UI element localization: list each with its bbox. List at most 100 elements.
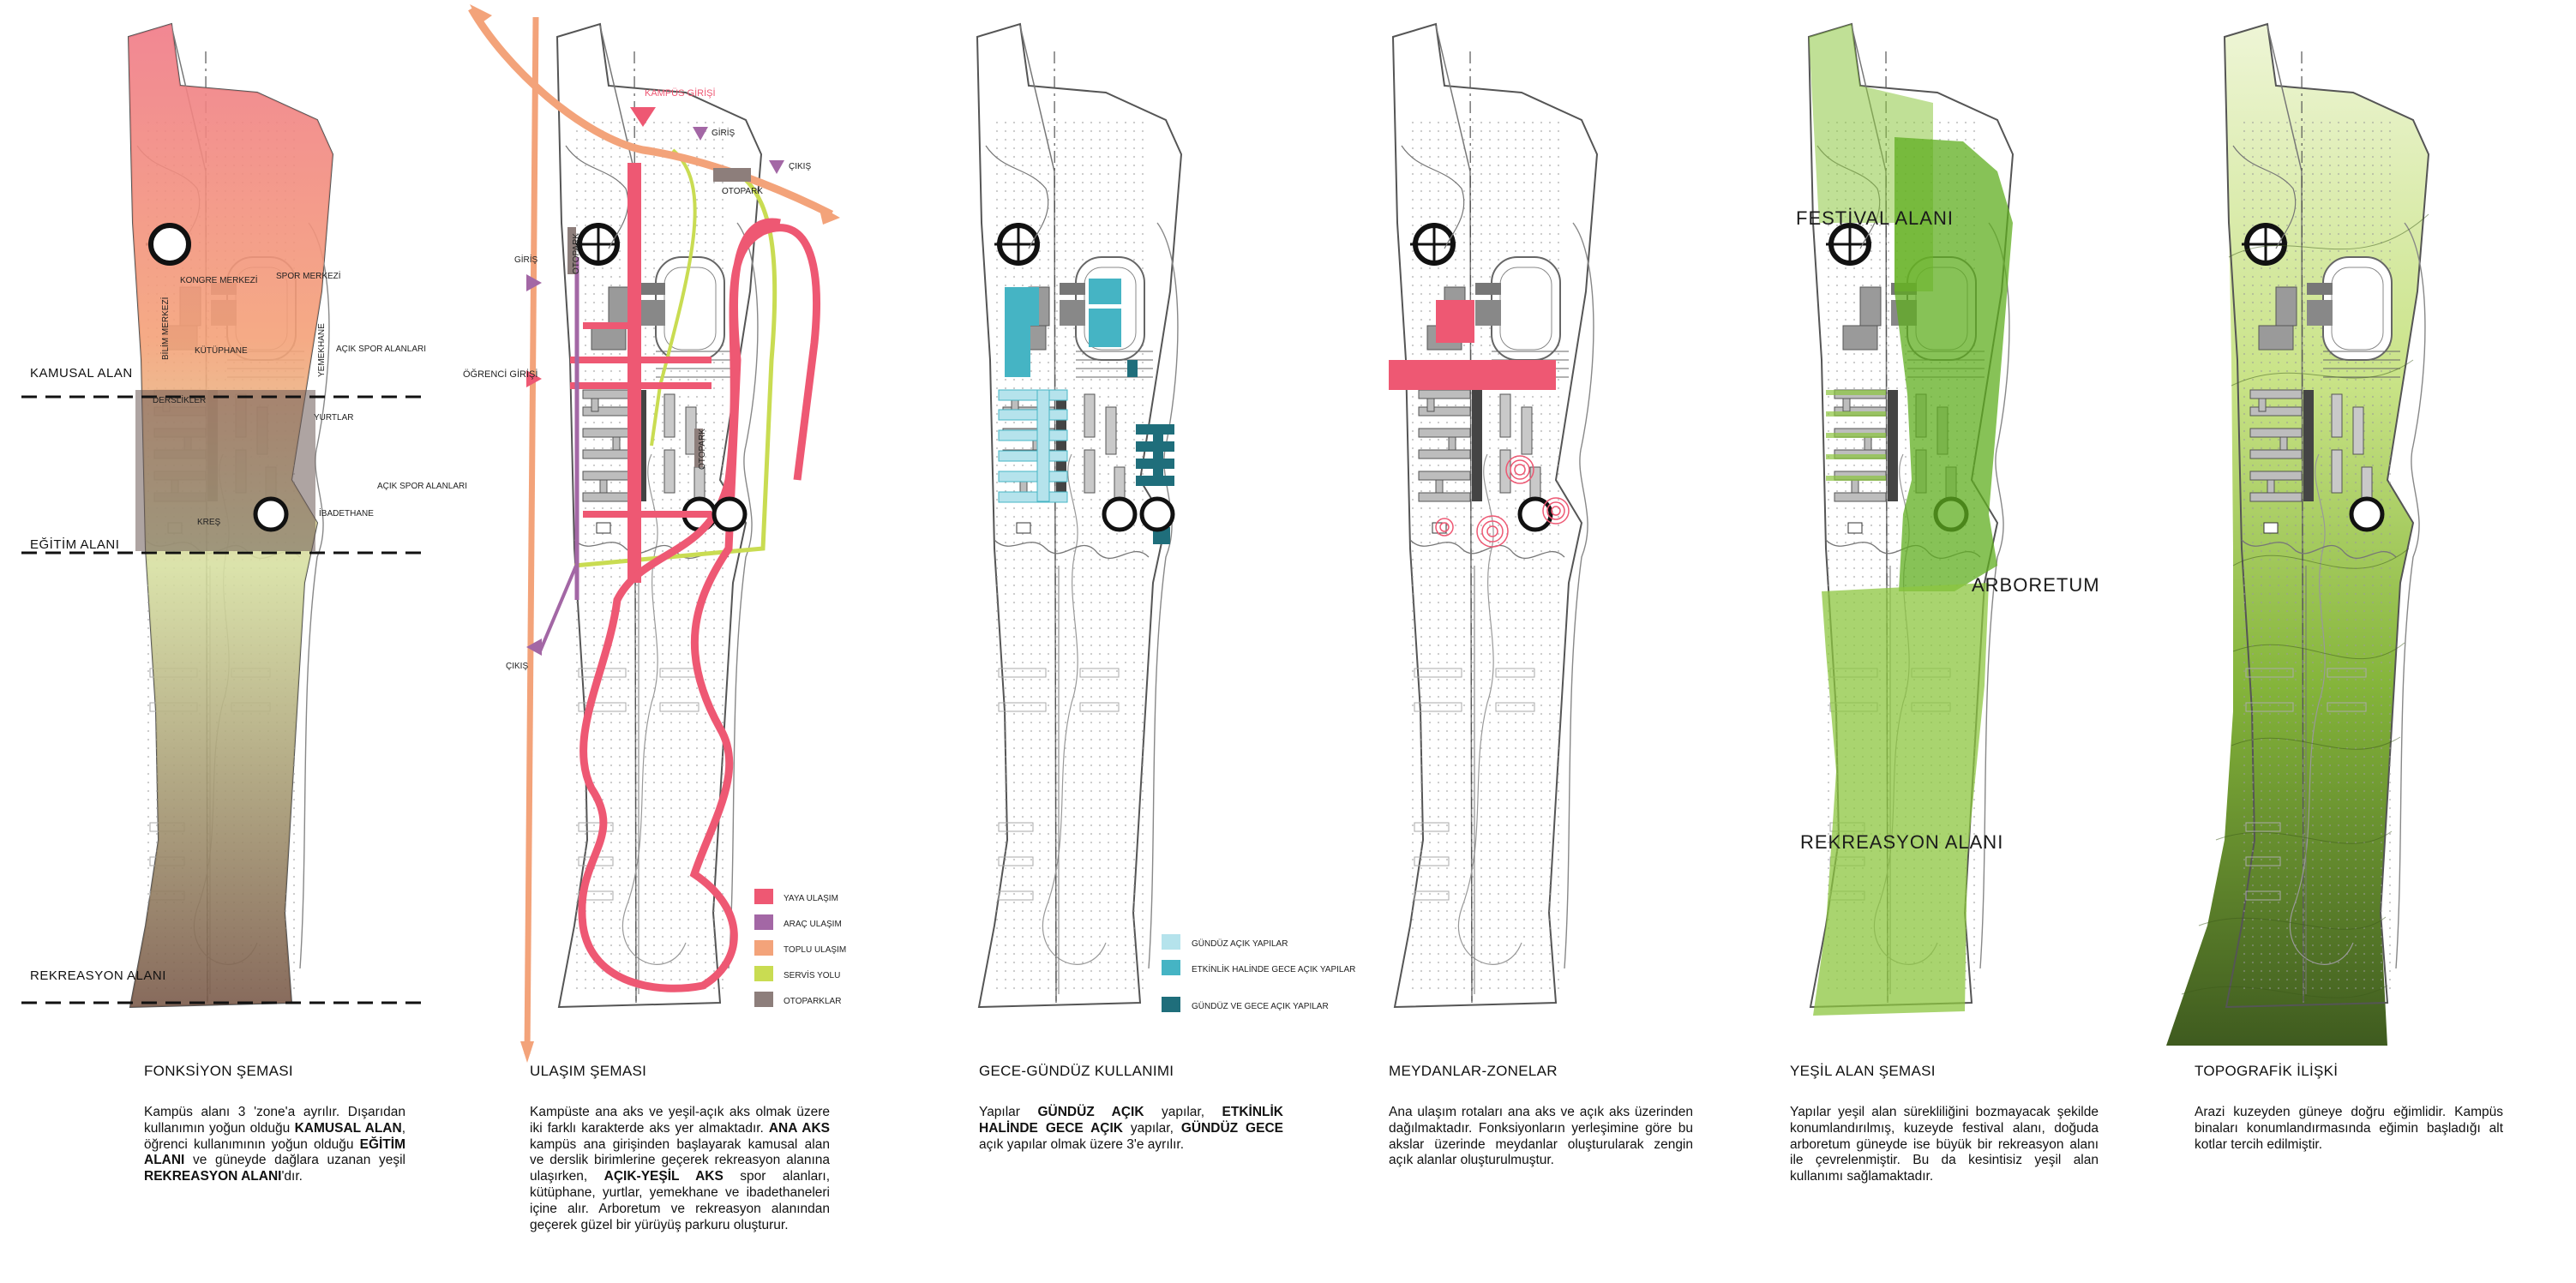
label-ibadethane: İBADETHANE xyxy=(319,507,374,519)
cikis-marker xyxy=(769,160,784,174)
caption-text: açık yapılar olmak üzere 3'e ayrılır. xyxy=(979,1136,1185,1152)
caption-text: 'dır. xyxy=(281,1169,303,1184)
meydanlar-panel xyxy=(1389,24,1597,1007)
servis-yolu-path xyxy=(573,178,778,568)
caption-title: YEŞİL ALAN ŞEMASI xyxy=(1790,1063,1936,1079)
servis-yolu-path-2 xyxy=(650,148,697,447)
cikis-label: ÇIKIŞ xyxy=(789,162,811,171)
legend-swatch xyxy=(1162,960,1180,975)
caption-title: TOPOGRAFİK İLİŞKİ xyxy=(2195,1063,2339,1079)
caption-gece: GECE-GÜNDÜZ KULLANIMI Yapılar GÜNDÜZ AÇI… xyxy=(979,1063,1283,1153)
yaya-yan-akslar xyxy=(570,322,712,518)
caption-body: Kampüste ana aks ve yeşil-açık aks olmak… xyxy=(530,1105,830,1234)
egitim-overlay xyxy=(135,390,315,551)
legend-label: OTOPARKLAR xyxy=(784,997,841,1006)
meydan-1 xyxy=(1436,300,1474,343)
cikis-2-marker xyxy=(526,639,542,656)
caption-ulasim: ULAŞIM ŞEMASI Kampüste ana aks ve yeşil-… xyxy=(530,1063,830,1234)
caption-text: yapılar, xyxy=(1144,1104,1222,1119)
cikis-2-label: ÇIKIŞ xyxy=(506,662,528,671)
caption-text: yapılar, xyxy=(1122,1120,1181,1136)
caption-emphasis: ETKİNLİK HALİNDE GECE AÇIK xyxy=(979,1104,1283,1136)
zone-label-kamusal: KAMUSAL ALAN xyxy=(30,366,133,381)
giris-2-label: GİRİŞ xyxy=(514,254,538,265)
kotlar xyxy=(2181,213,2429,998)
zone-label-egitim: EĞİTİM ALANI xyxy=(30,537,119,552)
yesil-bantlar xyxy=(1826,390,1886,481)
legend-label: ARAÇ ULAŞIM xyxy=(784,920,842,929)
caption-emphasis: AÇIK-YEŞİL AKS xyxy=(603,1169,724,1184)
otopark-3 xyxy=(694,429,703,467)
otopark-2 xyxy=(567,227,576,274)
caption-text: Ana ulaşım rotaları ana aks ve açık aks … xyxy=(1389,1104,1693,1168)
label-kongre: KONGRE MERKEZİ xyxy=(180,274,258,285)
caption-text: Arazi kuzeyden güneye doğru eğimlidir. K… xyxy=(2195,1104,2503,1152)
ogrenci-girisi-label: ÖĞRENCİ GİRİŞİ xyxy=(463,369,537,380)
caption-text: Kampüs alanı 3 'zone'a ayrılır. Dışarıda… xyxy=(144,1104,405,1136)
caption-text: spor alanları, kütüphane, yurtlar, yemek… xyxy=(530,1169,830,1233)
caption-meydanlar: MEYDANLAR-ZONELAR Ana ulaşım rotaları an… xyxy=(1389,1063,1693,1169)
label-kres: KREŞ xyxy=(197,518,221,527)
yaya-dongu xyxy=(578,218,820,992)
otopark-label-3: OTOPARK xyxy=(698,429,707,470)
caption-text: Yapılar yeşil alan sürekliliğini bozmaya… xyxy=(1790,1104,2099,1184)
caption-text: Kampüste ana aks ve yeşil-açık aks olmak… xyxy=(530,1104,830,1136)
legend-label: GÜNDÜZ VE GECE AÇIK YAPILAR xyxy=(1192,1001,1329,1011)
label-derslikler: DERSLİKLER xyxy=(153,394,206,405)
caption-title: MEYDANLAR-ZONELAR xyxy=(1389,1063,1558,1079)
legend-swatch xyxy=(754,992,773,1007)
caption-emphasis: ANA AKS xyxy=(768,1120,831,1136)
caption-topografik: TOPOGRAFİK İLİŞKİ Arazi kuzeyden güneye … xyxy=(2195,1063,2503,1153)
festival-alani-label: FESTİVAL ALANI xyxy=(1796,207,1954,229)
label-acik-spor-1: AÇIK SPOR ALANLARI xyxy=(336,345,426,354)
caption-body: Arazi kuzeyden güneye doğru eğimlidir. K… xyxy=(2195,1105,2503,1154)
topografik-panel xyxy=(2166,24,2429,1046)
rekreasyon-alani xyxy=(1813,583,1989,1016)
caption-emphasis: EĞİTİM ALANI xyxy=(144,1136,405,1168)
caption-emphasis: GÜNDÜZ GECE xyxy=(1180,1120,1283,1136)
legend-swatch xyxy=(754,940,773,956)
legend-swatch xyxy=(754,914,773,930)
otopark-label-1: OTOPARK xyxy=(722,187,763,196)
kampus-girisi-marker xyxy=(630,107,656,127)
gece-panel xyxy=(977,24,1181,1007)
fonksiyon-panel xyxy=(129,24,333,1007)
ulasim-panel xyxy=(468,4,840,1063)
caption-title: GECE-GÜNDÜZ KULLANIMI xyxy=(979,1063,1174,1079)
arac-cikis xyxy=(538,565,578,652)
legend-label: TOPLU ULAŞIM xyxy=(784,945,846,955)
arboretum-label: ARBORETUM xyxy=(1972,574,2100,596)
caption-body: Yapılar GÜNDÜZ AÇIK yapılar, ETKİNLİK HA… xyxy=(979,1105,1283,1154)
fonksiyon-plan-marks xyxy=(148,223,289,532)
caption-body: Kampüs alanı 3 'zone'a ayrılır. Dışarıda… xyxy=(144,1105,405,1186)
legend-label: SERVİS YOLU xyxy=(784,969,840,980)
legend-swatch xyxy=(754,966,773,981)
caption-emphasis: REKREASYON ALANI xyxy=(144,1169,282,1184)
caption-body: Yapılar yeşil alan sürekliliğini bozmaya… xyxy=(1790,1105,2099,1186)
caption-text: , öğrenci kullanımının yoğun olduğu xyxy=(144,1120,406,1152)
label-yurtlar: YURTLAR xyxy=(314,413,354,423)
kampus-girisi-label: KAMPÜS GİRİŞİ xyxy=(645,87,716,99)
caption-emphasis: KAMUSAL ALAN xyxy=(294,1120,402,1136)
caption-fonksiyon: FONKSİYON ŞEMASI Kampüs alanı 3 'zone'a … xyxy=(144,1063,405,1185)
etkinlik-yapilar xyxy=(1005,279,1121,377)
legend-label: GÜNDÜZ AÇIK YAPILAR xyxy=(1192,938,1288,949)
gunduz-yapilar xyxy=(998,389,1068,503)
rekreasyon-alani-label: REKREASYON ALANI xyxy=(1800,831,2003,853)
toplu-ulasim-1 xyxy=(468,6,834,219)
label-acik-spor-2: AÇIK SPOR ALANLARI xyxy=(377,482,467,491)
legend-swatch xyxy=(1162,934,1180,950)
caption-text: kampüs ana girişinden başlayarak kamusal… xyxy=(530,1136,830,1184)
yesil-panel xyxy=(1809,24,2013,1016)
legend-label: ETKİNLİK HALİNDE GECE AÇIK YAPILAR xyxy=(1192,963,1355,974)
caption-text: Yapılar xyxy=(979,1104,1038,1119)
ogrenci-girisi-marker xyxy=(526,370,542,387)
caption-emphasis: GÜNDÜZ AÇIK xyxy=(1037,1104,1144,1119)
legend-label: YAYA ULAŞIM xyxy=(784,894,838,903)
meydan-2 xyxy=(1389,360,1556,390)
caption-body: Ana ulaşım rotaları ana aks ve açık aks … xyxy=(1389,1105,1693,1170)
zone-label-rekreasyon: REKREASYON ALANI xyxy=(30,968,166,983)
label-yemekhane: YEMEKHANE xyxy=(317,323,327,377)
label-spor-merkezi: SPOR MERKEZİ xyxy=(276,270,341,281)
gunduz-gece-yapilar xyxy=(1127,360,1174,544)
